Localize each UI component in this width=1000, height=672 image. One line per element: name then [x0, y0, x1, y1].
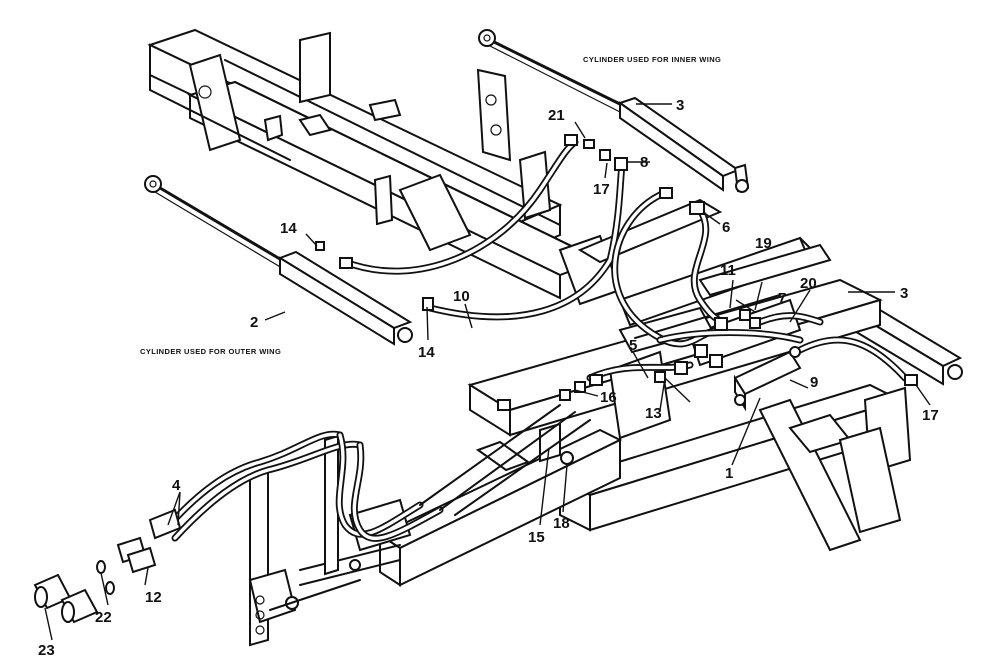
- callout-19: 19: [755, 235, 772, 252]
- fittings: [33, 134, 918, 624]
- caption-inner-wing: CYLINDER USED FOR INNER WING: [583, 55, 721, 64]
- callout-8: 8: [640, 154, 648, 171]
- callout-14-top: 14: [280, 220, 297, 237]
- cylinder-inner-wing-top: [478, 29, 750, 193]
- callout-20: 20: [800, 275, 817, 292]
- control-valve-part-1: [733, 346, 802, 412]
- callout-9: 9: [810, 374, 818, 391]
- leader-lines: [44, 103, 931, 641]
- callout-14-bottom: 14: [418, 344, 435, 361]
- callout-10: 10: [453, 288, 470, 305]
- callout-2: 2: [250, 314, 258, 331]
- callout-13: 13: [645, 405, 662, 422]
- callout-12: 12: [145, 589, 162, 606]
- callout-22: 22: [95, 609, 112, 626]
- callout-18: 18: [553, 515, 570, 532]
- callout-21: 21: [548, 107, 565, 124]
- callout-3-right: 3: [900, 285, 908, 302]
- callout-11: 11: [720, 262, 736, 279]
- callout-5: 5: [629, 337, 637, 354]
- callout-3-top: 3: [676, 97, 684, 114]
- cylinder-outer-wing-left: [144, 175, 413, 346]
- callout-16: 16: [600, 389, 617, 406]
- callout-23: 23: [38, 642, 55, 659]
- callout-17-right: 17: [922, 407, 939, 424]
- callout-7: 7: [778, 290, 786, 307]
- callout-17-top: 17: [593, 181, 610, 198]
- rear-frame: [147, 28, 813, 327]
- callout-15: 15: [528, 529, 545, 546]
- callout-6: 6: [722, 219, 730, 236]
- hydraulic-hoses: [161, 138, 909, 542]
- callout-1: 1: [725, 465, 733, 482]
- callout-4: 4: [172, 477, 181, 494]
- caption-outer-wing: CYLINDER USED FOR OUTER WING: [140, 347, 281, 356]
